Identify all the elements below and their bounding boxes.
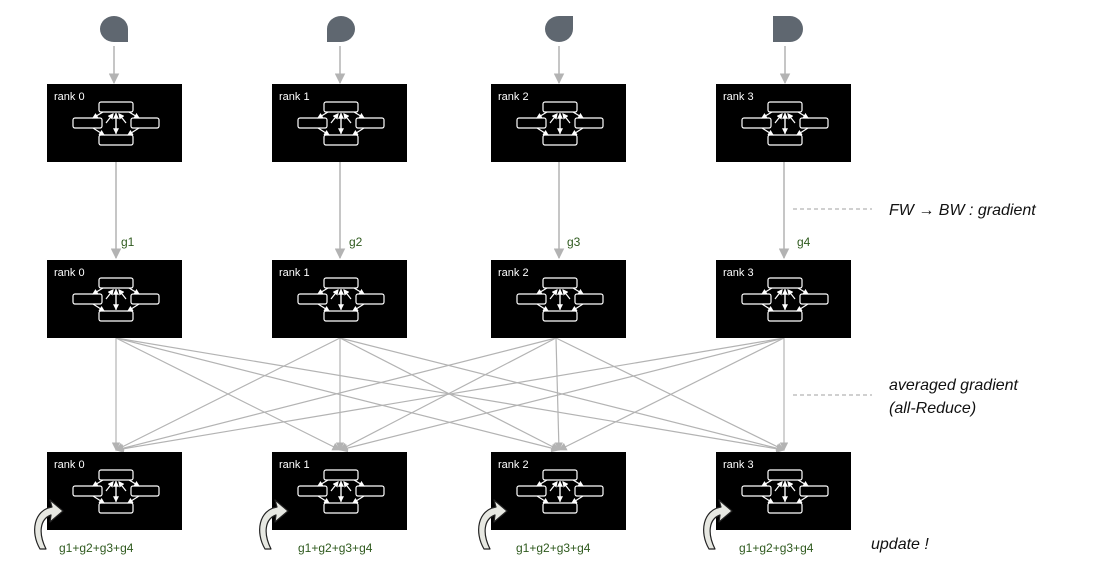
rank-box-update-2: rank 2 <box>491 452 626 530</box>
rank-label: rank 1 <box>279 459 310 471</box>
network-graph-icon <box>741 469 829 514</box>
gradient-label-g3: g3 <box>567 235 581 249</box>
rank-box-forward-2: rank 2 <box>491 84 626 162</box>
network-graph-icon <box>516 469 604 514</box>
rank-boxes: rank 0 rank 1 rank 2 rank 3 rank 0 rank 1 rank… <box>47 84 851 530</box>
update-annotation: update ! <box>871 536 929 553</box>
network-graph-icon <box>741 277 829 322</box>
all-reduce-annotation: (all-Reduce) <box>889 400 976 417</box>
guide-lines <box>793 208 872 396</box>
rank-label: rank 2 <box>498 267 529 279</box>
gradient-label-g4: g4 <box>797 235 811 249</box>
rank-label: rank 1 <box>279 267 310 279</box>
network-graph-icon <box>741 101 829 146</box>
all-reduce-line-2-2 <box>554 337 563 451</box>
sum-label: g1+g2+g3+g4 <box>59 541 134 555</box>
network-graph-icon <box>72 277 160 322</box>
all-reduce-line-2-0 <box>115 337 557 453</box>
rank-box-update-3: rank 3 <box>716 452 851 530</box>
gradient-label-g2: g2 <box>349 235 363 249</box>
sum-labels: g1+g2+g3+g4 g1+g2+g3+g4 g1+g2+g3+g4 g1+g… <box>59 541 814 555</box>
rank-label: rank 3 <box>723 459 754 471</box>
averaged-gradient-annotation: averaged gradient <box>889 377 1019 394</box>
curved-arrow-icon <box>478 499 508 550</box>
sum-label: g1+g2+g3+g4 <box>739 541 814 555</box>
update-arrows <box>34 499 733 550</box>
fw-bw-arrows <box>110 162 790 260</box>
rank-box-gradient-0: rank 0 <box>47 260 182 338</box>
rank-label: rank 2 <box>498 91 529 103</box>
rank-label: rank 0 <box>54 91 85 103</box>
all-reduce-connectors <box>111 337 789 453</box>
fw-bw-annotation: FW → BW : gradient <box>889 202 1036 219</box>
all-reduce-line-3-2 <box>558 337 785 451</box>
rank-box-forward-0: rank 0 <box>47 84 182 162</box>
all-reduce-line-3-1 <box>339 337 785 453</box>
annotations: FW → BW : gradient averaged gradient (al… <box>871 202 1036 553</box>
network-graph-icon <box>72 469 160 514</box>
rank-box-gradient-3: rank 3 <box>716 260 851 338</box>
rank-label: rank 3 <box>723 267 754 279</box>
network-graph-icon <box>72 101 160 146</box>
d-shape-icon <box>773 16 803 42</box>
rank-box-forward-1: rank 1 <box>272 84 407 162</box>
teardrop-right-icon <box>327 16 355 42</box>
gradient-label-g1: g1 <box>121 235 135 249</box>
network-graph-icon <box>297 277 385 322</box>
rank-box-update-1: rank 1 <box>272 452 407 530</box>
curved-arrow-icon <box>34 499 64 550</box>
rank-box-update-0: rank 0 <box>47 452 182 530</box>
curved-arrow-icon <box>703 499 733 550</box>
all-reduce-line-2-3 <box>555 337 785 451</box>
curved-arrow-icon <box>259 499 289 550</box>
network-graph-icon <box>516 277 604 322</box>
rank-label: rank 0 <box>54 267 85 279</box>
input-arrows <box>108 46 791 85</box>
rank-box-gradient-1: rank 1 <box>272 260 407 338</box>
all-reduce-line-3-0 <box>115 337 785 453</box>
network-graph-icon <box>516 101 604 146</box>
rank-label: rank 2 <box>498 459 529 471</box>
input-shapes <box>100 16 803 42</box>
sum-label: g1+g2+g3+g4 <box>298 541 373 555</box>
gradient-labels: g1 g2 g3 g4 <box>121 235 811 249</box>
rank-box-forward-3: rank 3 <box>716 84 851 162</box>
all-reduce-line-1-0 <box>115 337 341 451</box>
network-graph-icon <box>297 469 385 514</box>
teardrop-left-icon <box>100 16 128 42</box>
rank-label: rank 0 <box>54 459 85 471</box>
network-graph-icon <box>297 101 385 146</box>
rank-box-gradient-2: rank 2 <box>491 260 626 338</box>
rank-label: rank 3 <box>723 91 754 103</box>
sum-label: g1+g2+g3+g4 <box>516 541 591 555</box>
rank-label: rank 1 <box>279 91 310 103</box>
teardrop-top-right-icon <box>545 16 573 42</box>
